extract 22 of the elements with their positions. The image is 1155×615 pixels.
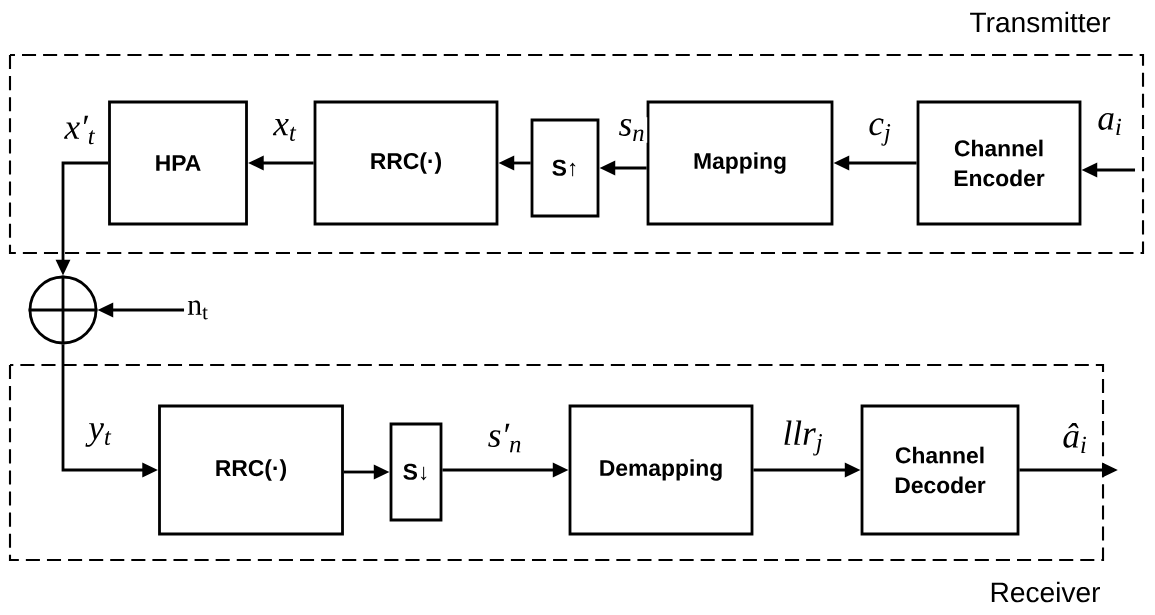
adder-circle: [28, 275, 98, 345]
node-label: Receiver: [991, 581, 1100, 603]
signal-label: a$_{i}$: [1098, 113, 1122, 135]
signal-label: â$_{i}$: [1063, 423, 1087, 453]
node-label: Transmitter: [970, 11, 1111, 33]
block-box: S↑: [530, 118, 600, 218]
signal-label: y$_{t}$: [85, 423, 112, 447]
block-box: HPA: [108, 100, 248, 226]
block-box: S↓: [389, 422, 443, 522]
block-box: RRC(·): [313, 100, 499, 226]
block-box: Mapping: [646, 100, 834, 226]
noise-label: n$_{t}$: [187, 300, 208, 320]
signal-label: c$_{j}$: [869, 118, 891, 146]
block-box: Channel Decoder: [860, 404, 1020, 536]
block-box: Demapping: [568, 404, 754, 536]
signal-label: x′$_{t}$: [64, 115, 96, 145]
signal-label: s′$_{n}$: [488, 423, 521, 453]
block-box: RRC(·): [158, 404, 344, 536]
signal-label: llr$_{j}$: [784, 420, 822, 456]
signal-label: x$_{t}$: [272, 119, 297, 141]
signal-label: s$_{n}$: [619, 119, 644, 141]
block-box: Channel Encoder: [916, 100, 1082, 226]
